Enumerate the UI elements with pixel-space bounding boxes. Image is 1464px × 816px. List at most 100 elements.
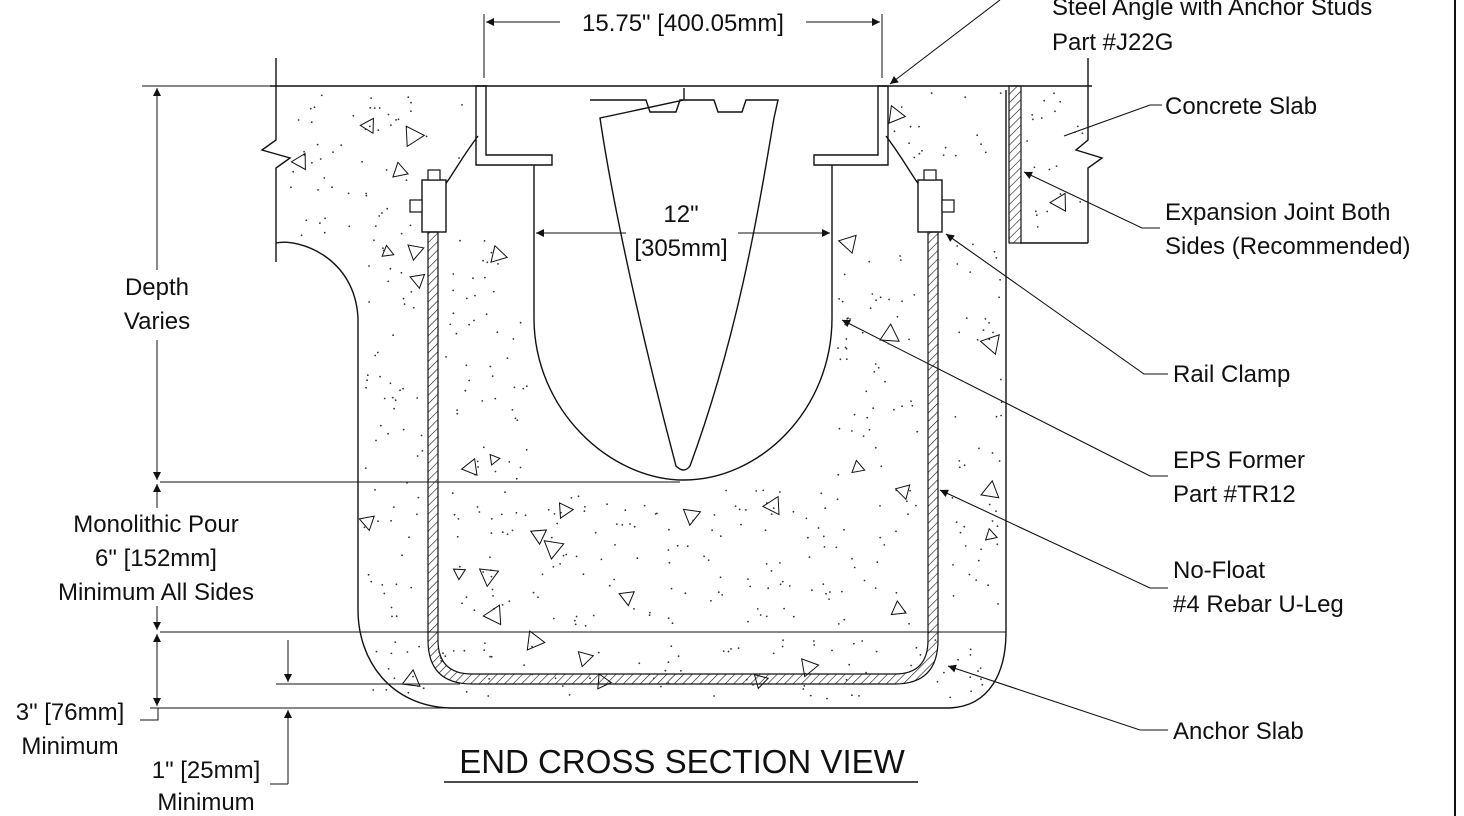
concrete-stipple-dot	[497, 263, 499, 265]
concrete-stipple-dot	[803, 685, 806, 687]
concrete-stipple-dot	[331, 186, 333, 189]
concrete-stipple-dot	[370, 97, 372, 99]
concrete-stipple-dot	[944, 146, 947, 149]
concrete-aggregate	[801, 658, 820, 678]
concrete-stipple-dot	[363, 526, 366, 529]
concrete-stipple-dot	[667, 661, 670, 664]
concrete-stipple-dot	[836, 498, 839, 501]
concrete-stipple-dot	[316, 143, 319, 146]
right-slab-break	[1074, 58, 1104, 243]
concrete-stipple-dot	[489, 365, 492, 368]
concrete-stipple-dot	[452, 273, 455, 275]
concrete-stipple-dot	[896, 315, 899, 318]
concrete-stipple-dot	[552, 617, 555, 620]
concrete-stipple-dot	[841, 590, 843, 593]
concrete-stipple-dot	[1054, 110, 1056, 113]
concrete-stipple-dot	[395, 615, 398, 618]
concrete-stipple-dot	[862, 435, 865, 437]
leader-rail-clamp	[945, 233, 1168, 375]
concrete-stipple-dot	[737, 647, 740, 649]
concrete-stipple-dot	[919, 654, 922, 656]
concrete-stipple-dot	[828, 598, 830, 600]
concrete-stipple-dot	[629, 523, 631, 525]
concrete-stipple-dot	[826, 697, 828, 700]
concrete-stipple-dot	[995, 510, 997, 512]
concrete-stipple-dot	[561, 685, 564, 687]
concrete-stipple-dot	[1000, 414, 1002, 417]
concrete-stipple-dot	[809, 694, 812, 697]
concrete-stipple-dot	[465, 691, 468, 693]
concrete-stipple-dot	[879, 536, 882, 539]
concrete-stipple-dot	[459, 239, 461, 242]
concrete-stipple-dot	[676, 544, 679, 547]
concrete-stipple-dot	[547, 508, 550, 511]
concrete-aggregate	[890, 600, 907, 616]
concrete-stipple-dot	[323, 177, 326, 179]
concrete-stipple-dot	[506, 357, 509, 359]
concrete-stipple-dot	[977, 670, 979, 672]
concrete-stipple-dot	[835, 546, 838, 549]
concrete-stipple-dot	[837, 473, 840, 476]
concrete-stipple-dot	[959, 531, 962, 534]
concrete-stipple-dot	[541, 573, 544, 576]
concrete-stipple-dot	[369, 106, 372, 109]
concrete-stipple-dot	[600, 558, 603, 561]
concrete-stipple-dot	[788, 585, 791, 587]
concrete-stipple-dot	[975, 579, 978, 581]
concrete-stipple-dot	[416, 513, 418, 516]
callout-rail-clamp: Rail Clamp	[1173, 361, 1290, 388]
concrete-stipple-dot	[772, 652, 775, 655]
concrete-stipple-dot	[489, 655, 491, 658]
concrete-stipple-dot	[813, 644, 816, 646]
concrete-aggregate	[359, 117, 374, 135]
concrete-stipple-dot	[422, 687, 425, 690]
concrete-stipple-dot	[848, 663, 851, 666]
concrete-stipple-dot	[858, 695, 860, 697]
concrete-stipple-dot	[489, 556, 491, 559]
concrete-aggregate	[482, 604, 502, 626]
concrete-stipple-dot	[476, 460, 479, 463]
concrete-stipple-dot	[615, 523, 618, 525]
concrete-stipple-dot	[853, 642, 855, 645]
concrete-stipple-dot	[844, 323, 847, 326]
concrete-stipple-dot	[952, 564, 954, 566]
concrete-stipple-dot	[440, 660, 443, 662]
concrete-stipple-dot	[347, 192, 350, 195]
concrete-stipple-dot	[515, 511, 518, 514]
concrete-stipple-dot	[553, 513, 556, 515]
concrete-stipple-dot	[458, 157, 460, 159]
concrete-stipple-dot	[614, 544, 616, 546]
concrete-stipple-dot	[638, 662, 641, 665]
concrete-stipple-dot	[899, 259, 902, 261]
concrete-stipple-dot	[455, 332, 458, 335]
concrete-stipple-dot	[997, 603, 999, 605]
concrete-aggregate	[618, 591, 635, 607]
concrete-stipple-dot	[670, 587, 673, 590]
concrete-stipple-dot	[770, 570, 773, 572]
concrete-stipple-dot	[930, 92, 933, 95]
concrete-stipple-dot	[570, 497, 573, 499]
concrete-stipple-dot	[749, 585, 752, 588]
concrete-stipple-dot	[464, 389, 467, 392]
concrete-stipple-dot	[364, 467, 367, 469]
concrete-stipple-dot	[310, 121, 313, 124]
leader-concrete-slab	[1063, 104, 1162, 137]
rail-clamp-right-nut	[941, 199, 955, 213]
dim-1in-line2: Minimum	[157, 789, 254, 816]
concrete-stipple-dot	[984, 318, 987, 320]
concrete-stipple-dot	[290, 186, 292, 189]
concrete-stipple-dot	[837, 347, 839, 349]
rebar-u-leg	[427, 231, 939, 685]
concrete-stipple-dot	[984, 151, 987, 154]
concrete-stipple-dot	[1040, 117, 1043, 119]
concrete-stipple-dot	[562, 554, 565, 557]
concrete-texture	[290, 92, 1084, 700]
concrete-stipple-dot	[964, 545, 967, 547]
concrete-aggregate	[851, 459, 866, 474]
concrete-stipple-dot	[671, 622, 674, 625]
concrete-stipple-dot	[839, 358, 842, 361]
concrete-stipple-dot	[519, 321, 522, 324]
concrete-stipple-dot	[584, 505, 586, 508]
concrete-stipple-dot	[649, 611, 651, 614]
